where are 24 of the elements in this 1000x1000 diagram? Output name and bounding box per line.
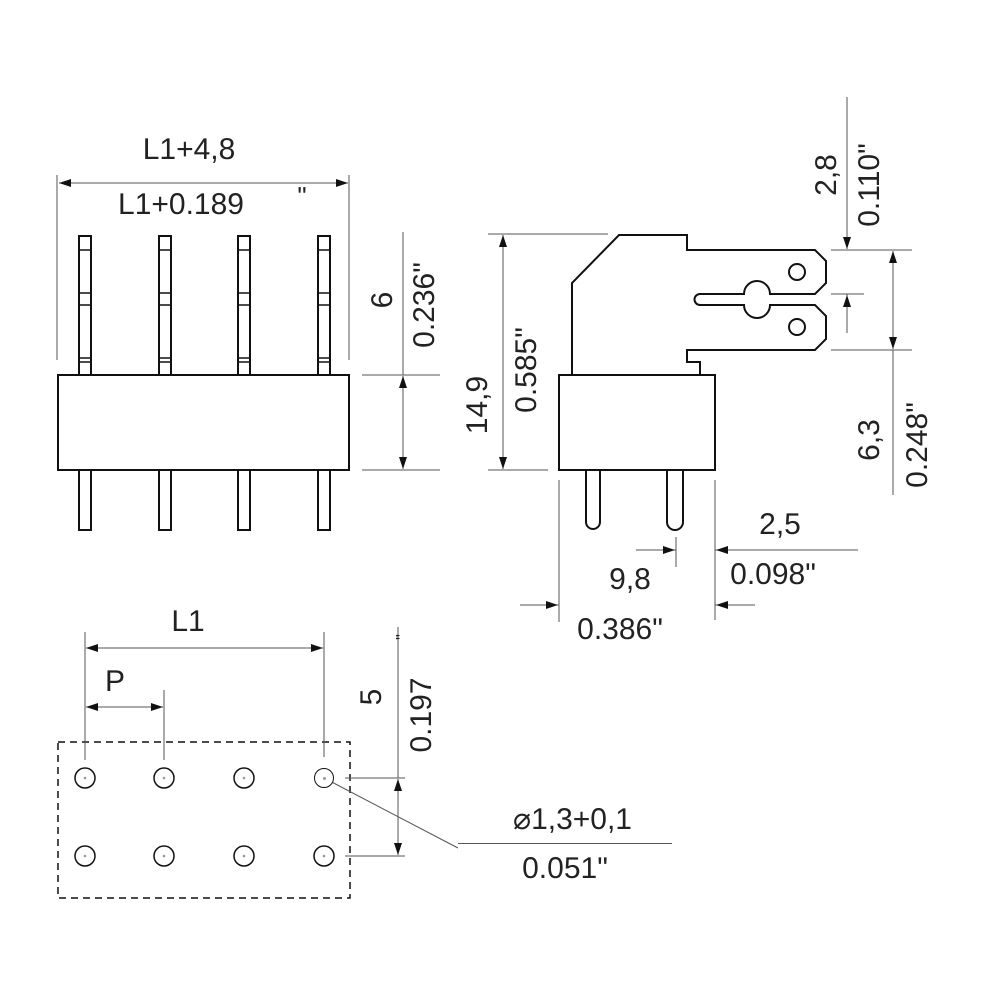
dimension-label: 5 <box>357 688 387 706</box>
dimension-label: 14,9 <box>463 376 493 434</box>
dimension-label: 0.110" <box>855 143 885 227</box>
inch-mark: " <box>395 634 411 640</box>
dimension-label: 2,8 <box>812 154 842 196</box>
dimension-label: 0.197 <box>407 677 437 753</box>
inch-mark: " <box>297 183 307 209</box>
dimension-label: L1 <box>171 607 205 637</box>
dimension-label: 0.236" <box>410 262 440 348</box>
dimension-label: 2,5 <box>759 510 801 540</box>
dimension-label: 0.098" <box>730 560 816 590</box>
dimension-label: L1+0.189 <box>118 190 244 220</box>
dimension-label: 9,8 <box>609 565 651 595</box>
hole-circle <box>314 768 334 788</box>
dimension-label: 6 <box>368 292 398 308</box>
dimension-label: 6,3 <box>855 419 885 461</box>
dimension-label: 0.386" <box>577 615 663 645</box>
dimension-label: P <box>105 667 125 697</box>
leader-line <box>332 782 458 848</box>
dimension-label: ⌀1,3+0,1 <box>458 805 672 844</box>
dimension-label: 0.051" <box>521 851 609 884</box>
dimension-label: L1+4,8 <box>142 135 236 165</box>
dimension-label: 0.248" <box>903 402 933 488</box>
dimension-label: 0.585" <box>512 327 542 413</box>
